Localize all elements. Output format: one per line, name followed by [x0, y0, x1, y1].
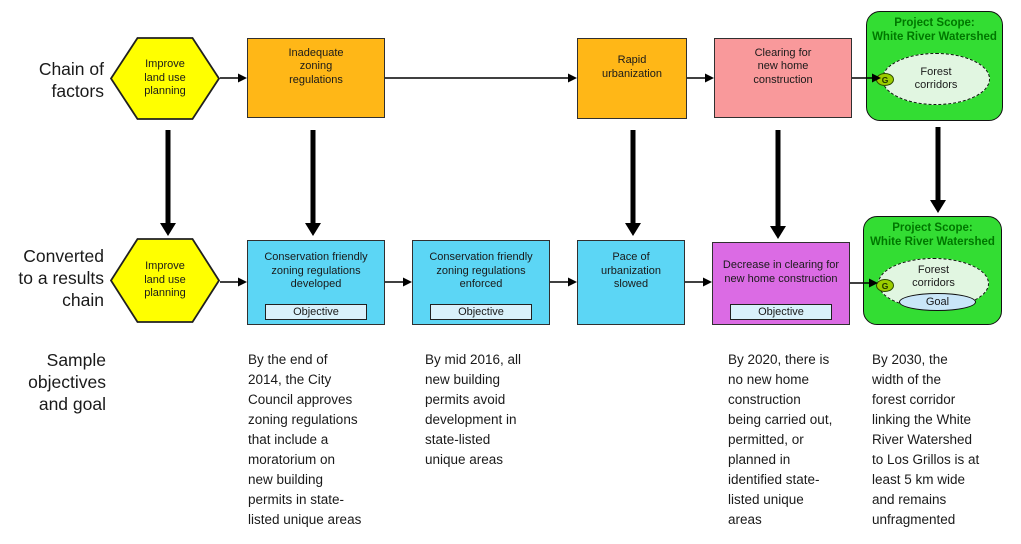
result-box-zoning-developed: Conservation friendly zoning regulations… — [247, 240, 385, 325]
factor-label: Rapid urbanization — [602, 54, 662, 80]
result-label: Decrease in clearing for new home constr… — [722, 259, 840, 285]
arrow-down-scope — [930, 127, 946, 213]
result-label: Pace of urbanization slowed — [601, 251, 661, 291]
result-box-zoning-enforced: Conservation friendly zoning regulations… — [412, 240, 550, 325]
strategy-hexagon-results: Improve land use planning — [109, 238, 221, 323]
arrow-down-factor1 — [305, 130, 321, 236]
objective-badge: Objective — [730, 304, 832, 320]
target-label: Forest corridors — [914, 66, 958, 91]
sample-objective-2016: By mid 2016, all new building permits av… — [425, 352, 522, 467]
result-box-decrease-clearing: Decrease in clearing for new home constr… — [712, 242, 850, 325]
target-label: Forest corridors — [912, 264, 955, 289]
arrow-down-threat — [770, 130, 786, 239]
arrow-result3-to-result4 — [685, 277, 712, 287]
threat-box-clearing-construction: Clearing for new home construction — [714, 38, 852, 118]
project-scope-box-results: Project Scope: White River Watershed For… — [863, 216, 1002, 325]
arrow-result1-to-result2 — [385, 277, 412, 287]
strategy-label: Improve land use planning — [144, 260, 186, 300]
objective-badge: Objective — [265, 304, 367, 320]
sample-objective-2020: By 2020, there is no new home constructi… — [728, 352, 833, 527]
goal-label: Goal — [925, 296, 950, 308]
project-scope-title: Project Scope: White River Watershed — [872, 17, 997, 43]
strategy-hexagon-factors: Improve land use planning — [109, 37, 221, 120]
factor-box-inadequate-zoning: Inadequate zoning regulations — [247, 38, 385, 118]
project-scope-box-factors: Project Scope: White River Watershed For… — [866, 11, 1003, 121]
project-scope-title: Project Scope: White River Watershed — [870, 222, 995, 248]
hexagon-shape — [109, 37, 221, 120]
sample-goal-2030: By 2030, the width of the forest corrido… — [872, 352, 980, 527]
arrow-factor1-to-factor2 — [385, 73, 577, 83]
factor-box-rapid-urbanization: Rapid urbanization — [577, 38, 687, 119]
result-label: Conservation friendly zoning regulations… — [264, 251, 368, 291]
result-box-urbanization-slowed: Pace of urbanization slowed — [577, 240, 685, 325]
arrow-result2-to-result3 — [550, 277, 577, 287]
strategy-label: Improve land use planning — [144, 58, 186, 98]
result-label: Conservation friendly zoning regulations… — [429, 251, 533, 291]
arrow-strategy-to-factor1 — [220, 73, 247, 83]
threat-label: Clearing for new home construction — [753, 46, 813, 86]
row-label-sample-objectives: Sample objectives and goal — [28, 350, 106, 414]
arrow-down-strategy — [160, 130, 176, 236]
objective-badge: Objective — [430, 304, 532, 320]
sample-objective-2014: By the end of 2014, the City Council app… — [248, 352, 362, 527]
arrow-strategy-to-result1 — [220, 277, 247, 287]
arrow-down-factor2 — [625, 130, 641, 236]
row-label-chain-of-factors: Chain of factors — [38, 59, 104, 101]
target-ellipse-forest-corridors: Forest corridors — [878, 258, 989, 309]
target-ellipse-forest-corridors: Forest corridors — [882, 53, 990, 105]
arrow-factor2-to-threat — [687, 73, 714, 83]
hexagon-shape — [109, 238, 221, 323]
target-icon: G — [876, 279, 894, 292]
goal-badge: Goal — [899, 293, 976, 311]
target-icon: G — [876, 73, 894, 86]
factor-label: Inadequate zoning regulations — [288, 46, 344, 86]
row-label-results-chain: Converted to a results chain — [18, 246, 104, 310]
